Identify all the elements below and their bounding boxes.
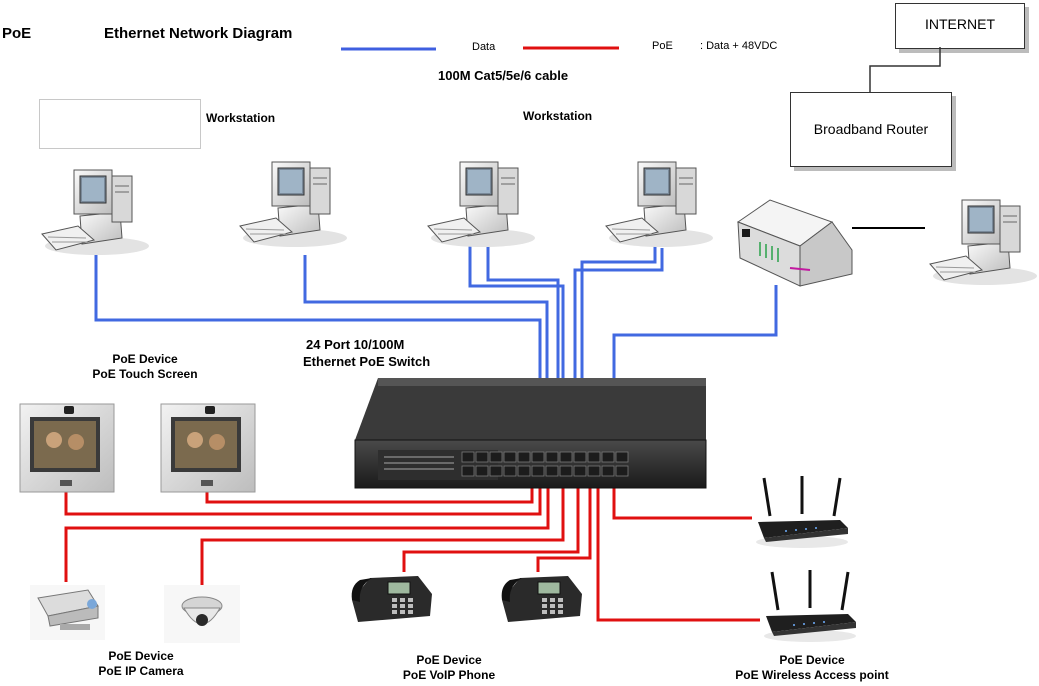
internet-box: INTERNET — [895, 3, 1025, 49]
access-point-label-line2: PoE Wireless Access point — [735, 668, 889, 682]
legend-poe-description: : Data + 48VDC — [700, 40, 778, 52]
external-pc-icon — [929, 199, 1038, 286]
router-icon — [736, 199, 853, 287]
ip-camera-label-line1: PoE Device — [108, 649, 174, 663]
internet-label: INTERNET — [925, 16, 995, 32]
broadband-router-box: Broadband Router — [790, 92, 952, 167]
voip-phone-2-icon — [501, 575, 583, 623]
touch-screen-label-line1: PoE Device — [112, 352, 178, 366]
workstation-label-left: Workstation — [206, 111, 276, 125]
workstation-label-right: Workstation — [523, 109, 593, 123]
switch-label-line2: Ethernet PoE Switch — [303, 354, 431, 369]
voip-phone-label-line2: PoE VoIP Phone — [402, 668, 496, 682]
switch-label-line1: 24 Port 10/100M — [306, 337, 405, 352]
poe-cables — [64, 478, 760, 622]
touch-screen-2-icon — [160, 403, 256, 493]
voip-phone-1-icon — [351, 575, 433, 623]
ip-camera-label-line2: PoE IP Camera — [98, 664, 184, 678]
broadband-router-label: Broadband Router — [813, 121, 929, 137]
workstation-4-icon — [605, 161, 714, 248]
access-point-label-line1: PoE Device — [779, 653, 845, 667]
workstation-3-icon — [427, 161, 536, 248]
diagram-title: Ethernet Network Diagram — [104, 25, 293, 42]
touch-screen-1-icon — [19, 403, 115, 493]
workstation-1-icon — [41, 169, 150, 256]
ip-camera-1-icon — [30, 585, 105, 640]
blank-label-box — [39, 99, 201, 149]
access-point-2-icon — [762, 568, 858, 644]
touch-screen-label-line2: PoE Touch Screen — [92, 367, 198, 381]
cable-type-label: 100M Cat5/5e/6 cable — [438, 68, 569, 83]
workstation-2-icon — [239, 161, 348, 248]
internet-router-link — [869, 47, 941, 92]
poe-heading: PoE — [2, 25, 32, 42]
poe-switch-icon — [354, 378, 707, 489]
legend-data-label: Data — [472, 41, 496, 53]
ip-camera-2-icon — [164, 585, 240, 643]
legend-poe-label: PoE — [652, 40, 673, 52]
voip-phone-label-line1: PoE Device — [416, 653, 482, 667]
access-point-1-icon — [754, 474, 850, 550]
